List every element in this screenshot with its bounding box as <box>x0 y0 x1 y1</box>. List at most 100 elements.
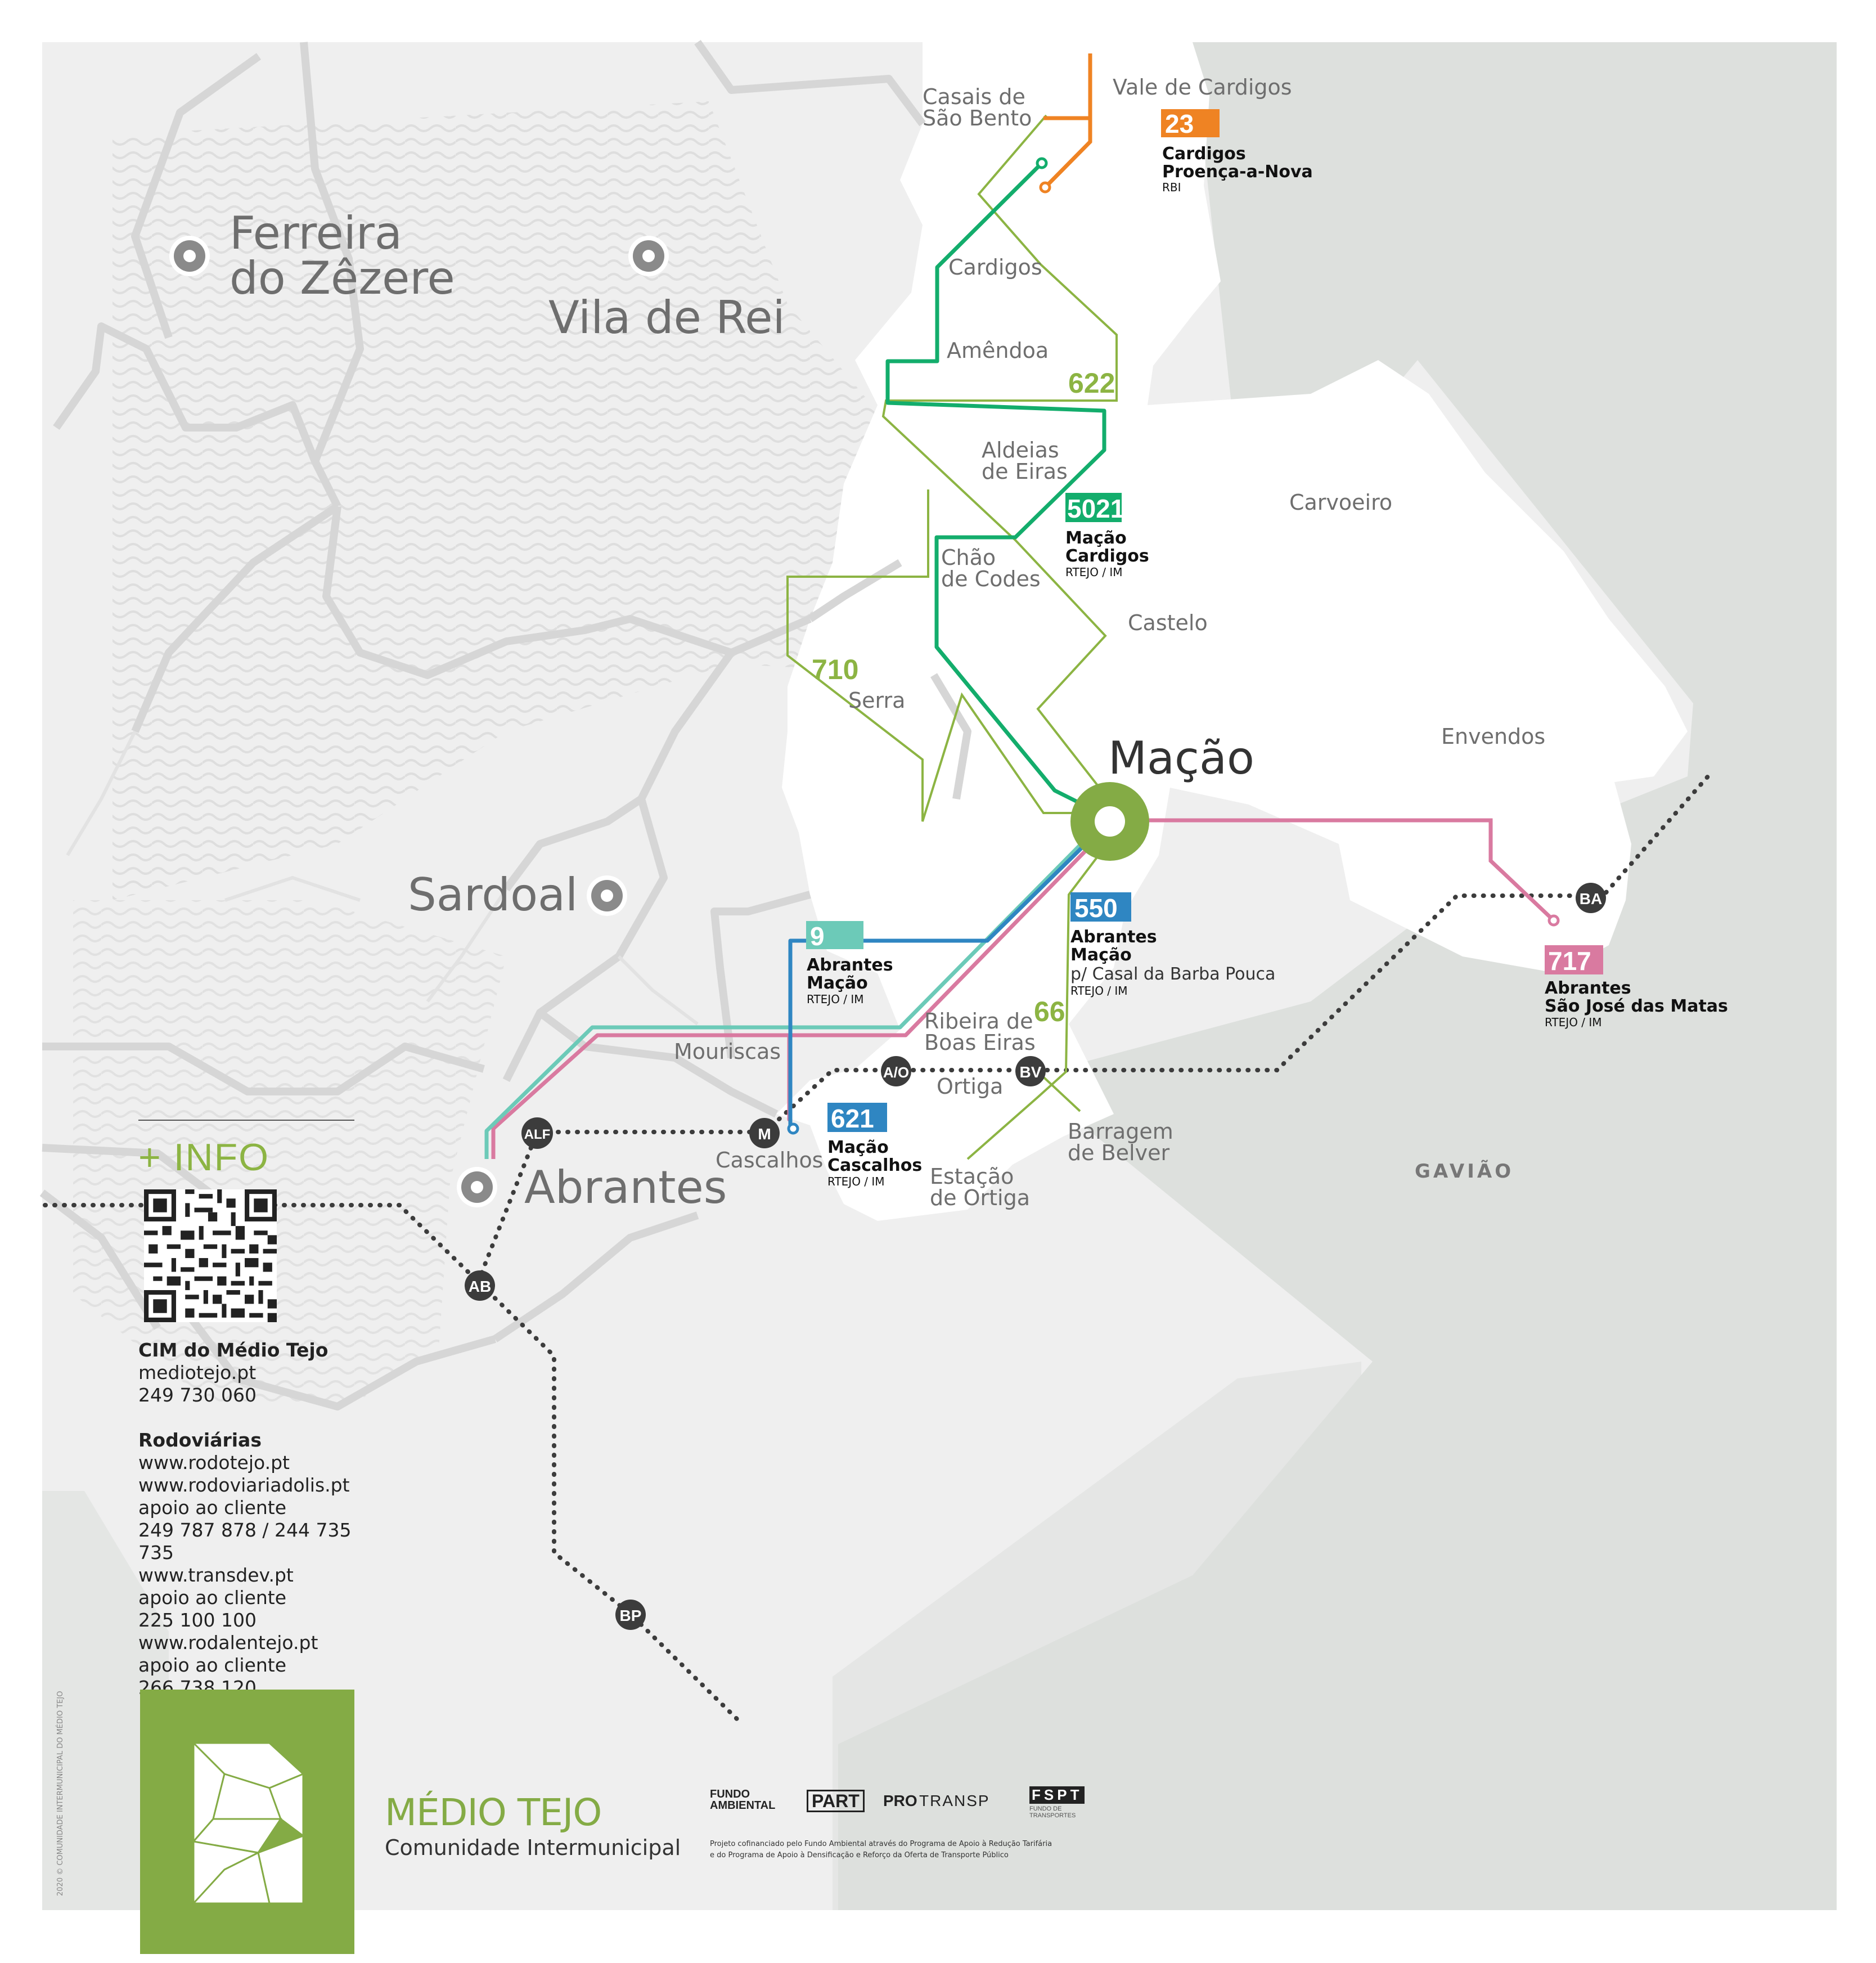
svg-text:M: M <box>758 1125 771 1143</box>
svg-text:BV: BV <box>1020 1063 1042 1081</box>
support-phone: 249 787 878 / 244 735 735 <box>138 1519 352 1564</box>
place-amendoa: Amêndoa <box>947 338 1049 363</box>
route-5021-line <box>885 161 1106 818</box>
funding-note-line-1: Projeto cofinanciado pelo Fundo Ambienta… <box>710 1840 1052 1848</box>
relief-waves-north <box>113 101 956 900</box>
macao-hub-center <box>1095 806 1125 837</box>
svg-text:RTEJO / IM: RTEJO / IM <box>1545 1016 1602 1029</box>
place-vale-de-cardigos: Vale de Cardigos <box>1113 75 1292 100</box>
rodotejo-link[interactable]: www.rodotejo.pt <box>138 1452 290 1474</box>
svg-text:Abrantes: Abrantes <box>807 955 893 975</box>
route-621-badge[interactable]: 621 Mação Cascalhos RTEJO / IM <box>827 1103 922 1188</box>
svg-text:A/O: A/O <box>883 1064 909 1081</box>
rodoviarias-title: Rodoviárias <box>138 1429 262 1451</box>
svg-text:ALF: ALF <box>524 1127 551 1142</box>
route-710-badge[interactable]: 710 <box>812 654 858 685</box>
support-label: apoio ao cliente <box>138 1654 287 1676</box>
partner-logos: FUNDO AMBIENTAL PART PRO TRANSP FSPT FUN… <box>710 1786 1104 1819</box>
route-23-badge[interactable]: 23 Cardigos Proença-a-Nova RBI <box>1161 109 1313 194</box>
brand-wordmark: MÉDIO TEJO Comunidade Intermunicipal <box>385 1791 681 1860</box>
svg-text:AB: AB <box>469 1278 491 1295</box>
copyright-notice: 2020 © COMUNIDADE INTERMUNICIPAL DO MÉDI… <box>56 1691 65 1896</box>
fspt-subtitle: FUNDO DE TRANSPORTES <box>1029 1805 1076 1819</box>
station-m[interactable]: M <box>749 1118 780 1148</box>
qr-code-icon[interactable] <box>144 1189 277 1322</box>
rodalentejo-link[interactable]: www.rodalentejo.pt <box>138 1632 318 1654</box>
svg-text:Abrantes: Abrantes <box>1070 927 1157 947</box>
rodoviariadolis-link[interactable]: www.rodoviariadolis.pt <box>138 1474 350 1496</box>
svg-text:BP: BP <box>620 1607 642 1624</box>
transdev-link[interactable]: www.transdev.pt <box>138 1564 294 1586</box>
route-66-branch <box>1037 1071 1081 1112</box>
station-ba[interactable]: BA <box>1576 883 1606 913</box>
svg-text:23: 23 <box>1165 109 1194 138</box>
station-av[interactable]: A/O <box>881 1056 911 1086</box>
town-label-abrantes: Abrantes <box>524 1161 727 1214</box>
svg-text:717: 717 <box>1548 946 1591 976</box>
route-9-line <box>484 842 1083 1159</box>
route-5021-terminus <box>1036 157 1048 169</box>
svg-text:Mação: Mação <box>1070 945 1132 965</box>
svg-text:Cardigos: Cardigos <box>1065 546 1149 566</box>
place-cardigos: Cardigos <box>948 255 1042 280</box>
town-label-vila-de-rei: Vila de Rei <box>548 291 785 344</box>
place-cascalhos: Cascalhos <box>716 1148 823 1173</box>
route-550-badge[interactable]: 550 Abrantes Mação p/ Casal da Barba Pou… <box>1070 892 1275 998</box>
info-title: + INFO <box>138 1136 270 1179</box>
svg-text:Abrantes: Abrantes <box>1545 978 1631 998</box>
svg-text:Mação: Mação <box>807 973 868 993</box>
place-serra: Serra <box>848 688 905 713</box>
route-66-line <box>966 840 1110 1160</box>
svg-text:Cascalhos: Cascalhos <box>827 1156 922 1175</box>
town-markers <box>169 236 669 1207</box>
svg-text:622: 622 <box>1068 367 1115 399</box>
station-ab[interactable]: AB <box>465 1270 495 1301</box>
route-622-badge[interactable]: 622 <box>1068 367 1115 399</box>
fundo-ambiental-logo: FUNDO AMBIENTAL <box>710 1788 776 1812</box>
route-717-badge[interactable]: 717 Abrantes São José das Matas RTEJO / … <box>1545 945 1728 1029</box>
route-5021-badge[interactable]: 5021 Mação Cardigos RTEJO / IM <box>1065 493 1149 579</box>
route-621-terminus <box>787 1122 799 1135</box>
part-logo: PART <box>807 1790 865 1812</box>
brand-subtitle: Comunidade Intermunicipal <box>385 1835 681 1860</box>
svg-text:550: 550 <box>1074 893 1118 923</box>
station-bp[interactable]: BP <box>615 1600 646 1630</box>
road-network-fine <box>66 730 699 1026</box>
region-west-strip <box>42 1491 169 1910</box>
medio-tejo-logo-box <box>140 1690 354 1954</box>
svg-text:RTEJO / IM: RTEJO / IM <box>1065 565 1123 579</box>
svg-text:RTEJO / IM: RTEJO / IM <box>1070 984 1128 998</box>
funding-note: Projeto cofinanciado pelo Fundo Ambienta… <box>710 1839 1137 1861</box>
cim-site-link[interactable]: mediotejo.pt <box>138 1362 257 1383</box>
station-alf[interactable]: ALF <box>521 1117 553 1149</box>
fspt-logo: FSPT <box>1029 1786 1085 1804</box>
place-gaviao: GAVIÃO <box>1415 1160 1514 1183</box>
station-bv[interactable]: BV <box>1015 1056 1046 1086</box>
svg-text:p/ Casal da Barba Pouca: p/ Casal da Barba Pouca <box>1070 964 1275 984</box>
region-east-gaviao <box>838 42 1837 1910</box>
svg-text:Mação: Mação <box>1065 528 1127 548</box>
place-envendos: Envendos <box>1441 724 1545 749</box>
town-label-macao: Mação <box>1108 732 1254 784</box>
svg-text:710: 710 <box>812 654 858 685</box>
route-66-badge[interactable]: 66 <box>1034 996 1065 1027</box>
route-717-line <box>1108 818 1555 922</box>
route-23-terminus <box>1039 181 1051 194</box>
route-9-badge[interactable]: 9 Abrantes Mação RTEJO / IM <box>806 921 893 1006</box>
svg-text:RTEJO / IM: RTEJO / IM <box>807 992 864 1006</box>
road-network <box>39 39 971 1411</box>
svg-text:RBI: RBI <box>1162 181 1181 194</box>
brand-name: MÉDIO TEJO <box>385 1791 602 1834</box>
svg-text:Cardigos: Cardigos <box>1162 144 1246 164</box>
protransp-logo-bold: PRO <box>883 1792 917 1809</box>
funding-note-line-2: e do Programa de Apoio à Densificação e … <box>710 1851 1009 1859</box>
route-550-line <box>788 845 1085 1129</box>
support-phone: 225 100 100 <box>138 1609 257 1631</box>
cim-phone: 249 730 060 <box>138 1384 257 1406</box>
